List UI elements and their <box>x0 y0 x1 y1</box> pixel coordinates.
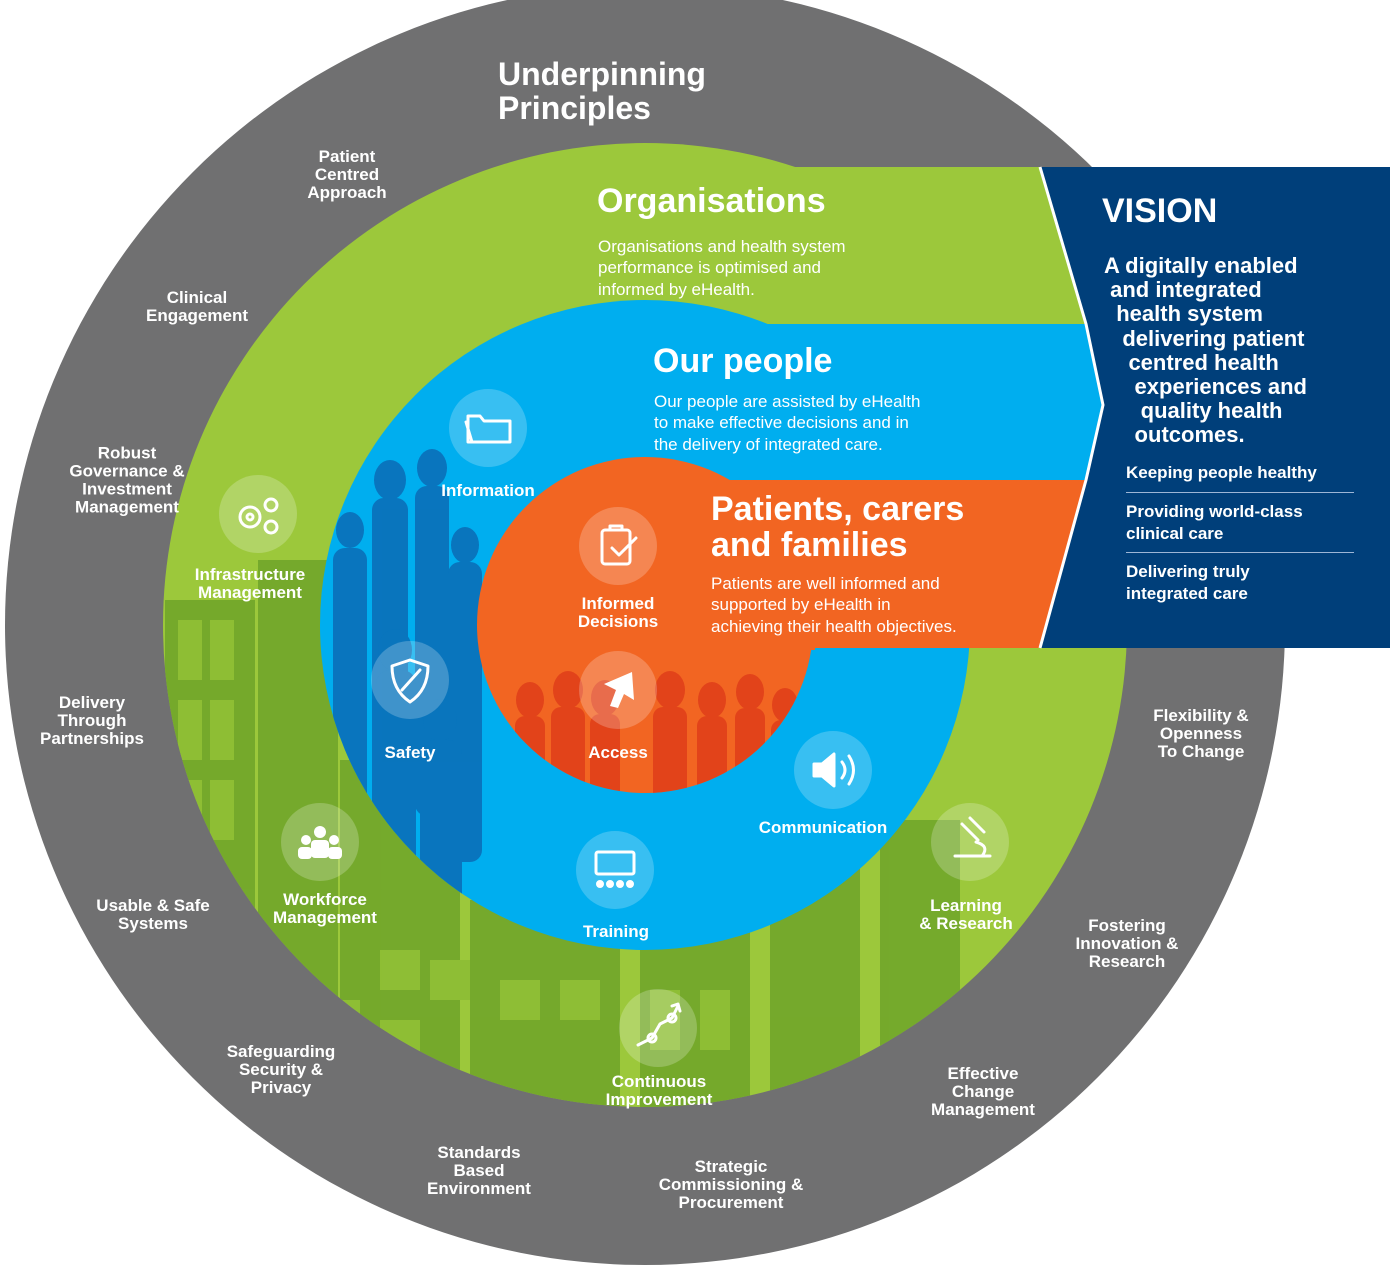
org-item-continuous-improvement: Continuous Improvement <box>605 1072 713 1109</box>
principle-delivery-partnerships: Delivery Through Partnerships <box>40 693 144 748</box>
principle-standards: Standards Based Environment <box>427 1143 531 1198</box>
org-item-infrastructure: Infrastructure Management <box>194 565 306 602</box>
vision-line: centred health <box>1104 349 1279 375</box>
vision-line: A digitally enabled <box>1104 253 1298 278</box>
shield-icon <box>390 658 430 704</box>
people-item-safety: Safety <box>384 743 436 763</box>
vision-line: health system <box>1104 301 1263 327</box>
patients-title: Patients, carers and families <box>711 490 965 564</box>
vision-item-healthy: Keeping people healthy <box>1126 463 1317 482</box>
underpinning-principles-title: Underpinning Principles <box>498 56 706 126</box>
people-silhouettes <box>333 449 482 940</box>
information-icon-bg <box>449 389 527 467</box>
principle-change-management: Effective Change Management <box>931 1064 1035 1119</box>
folder-icon <box>464 414 512 444</box>
patients-item-access: Access <box>588 743 648 763</box>
our-people-description: Our people are assisted by eHealth to ma… <box>654 392 921 454</box>
vision-item-integrated-care: Delivering truly integrated care <box>1126 562 1250 604</box>
trend-arrow-icon <box>636 1002 682 1047</box>
org-item-learning-research: Learning & Research <box>919 896 1013 933</box>
org-item-workforce: Workforce Management <box>273 890 377 927</box>
speaker-icon <box>812 752 855 788</box>
training-icon-bg <box>576 831 654 909</box>
informed-decisions-icon-bg <box>579 507 657 585</box>
vision-divider <box>1126 552 1354 553</box>
microscope-icon <box>953 816 992 858</box>
people-item-communication: Communication <box>758 818 888 838</box>
principle-clinical-engagement: Clinical Engagement <box>145 288 249 325</box>
patients-description: Patients are well informed and supported… <box>711 574 957 636</box>
vision-line: and integrated <box>1104 277 1262 303</box>
organisations-title: Organisations <box>597 182 826 220</box>
principle-usable-safe: Usable & Safe Systems <box>96 896 210 933</box>
vision-line: experiences and <box>1104 373 1307 399</box>
principle-robust-governance: Robust Governance & Investment Managemen… <box>69 443 185 516</box>
organisations-band <box>645 167 1086 324</box>
gears-icon <box>238 497 279 535</box>
our-people-band <box>645 324 1103 480</box>
principle-fostering-innovation: Fostering Innovation & Research <box>1075 916 1179 971</box>
patients-item-informed-decisions: Informed Decisions <box>577 594 659 631</box>
vision-line: outcomes. <box>1104 422 1245 448</box>
team-icon <box>298 826 342 859</box>
our-people-title: Our people <box>653 342 833 380</box>
principle-flexibility: Flexibility & Openness To Change <box>1153 706 1249 761</box>
presentation-icon <box>594 850 636 888</box>
vision-statement: A digitally enabled and integrated healt… <box>1104 253 1374 448</box>
people-item-training: Training <box>582 922 650 942</box>
clipboard-check-icon <box>600 524 638 566</box>
learning-research-icon-bg <box>931 803 1009 881</box>
principle-safeguarding: Safeguarding Security & Privacy <box>226 1042 336 1097</box>
vision-box <box>1040 167 1390 648</box>
cursor-icon <box>604 672 634 708</box>
vision-divider <box>1126 492 1354 493</box>
vision-line: delivering patient <box>1104 325 1305 351</box>
vision-title: VISION <box>1102 192 1218 230</box>
vision-line: quality health <box>1104 398 1283 424</box>
vision-item-clinical-care: Providing world-class clinical care <box>1126 502 1303 544</box>
organisations-description: Organisations and health system performa… <box>598 237 846 299</box>
principle-patient-centred: Patient Centred Approach <box>307 147 387 202</box>
principle-strategic-commissioning: Strategic Commissioning & Procurement <box>658 1157 804 1212</box>
people-item-information: Information <box>441 481 535 501</box>
patients-band-fill <box>645 480 815 650</box>
